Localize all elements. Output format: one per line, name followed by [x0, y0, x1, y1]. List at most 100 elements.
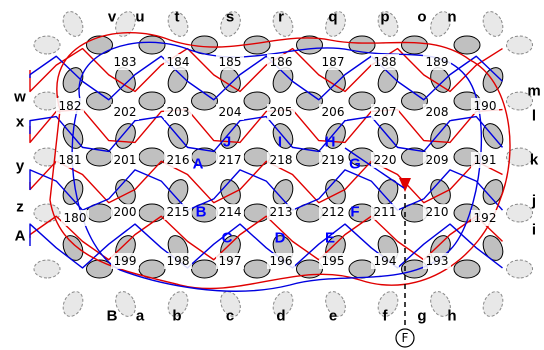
bead-number-bg	[423, 54, 451, 70]
bead	[167, 179, 189, 205]
red-outer-loop	[49, 32, 511, 290]
bead-number: 207	[374, 105, 397, 119]
bead-number-bg	[267, 54, 295, 70]
bead-number-bg	[164, 204, 192, 220]
pin-label-bottom: a	[136, 308, 145, 325]
bead-number: 220	[374, 153, 397, 167]
bead-number-bg	[423, 204, 451, 220]
pin-label-top: u	[135, 9, 144, 26]
bead	[243, 91, 271, 111]
bead-number-bg	[423, 104, 451, 120]
bead	[377, 179, 399, 205]
blue-step-letter: F	[350, 204, 359, 221]
ghost-bead	[506, 35, 533, 55]
pin-label-right: l	[532, 108, 536, 125]
bead	[62, 67, 84, 93]
pin-label-bottom: c	[226, 308, 234, 325]
bead-number-bg	[319, 253, 347, 269]
bead-number-bg	[319, 204, 347, 220]
bead-number: 206	[322, 105, 345, 119]
ghost-bead	[167, 291, 189, 317]
bead-number-bg	[216, 104, 244, 120]
bead-number: 200	[114, 205, 137, 219]
bead	[115, 123, 136, 149]
bead-number-bg	[61, 210, 89, 226]
ghost-bead	[62, 291, 84, 317]
ghost-bead	[506, 259, 533, 279]
bead-number: 202	[114, 105, 137, 119]
bead-number-bg	[471, 98, 499, 114]
pin-label-top: n	[447, 9, 456, 26]
bead-number: 183	[114, 55, 137, 69]
bead	[138, 35, 166, 55]
bead-number: 193	[426, 254, 449, 268]
bead-number-bg	[56, 98, 84, 114]
bead	[243, 147, 271, 167]
bead-number-bg	[423, 152, 451, 168]
bead-number: 188	[374, 55, 397, 69]
bead-number: 215	[167, 205, 190, 219]
bead-number: 187	[322, 55, 345, 69]
bead	[401, 91, 428, 111]
ghost-bead	[506, 203, 533, 223]
bead-number: 189	[426, 55, 449, 69]
bead-number: 186	[270, 55, 293, 69]
ghost-bead	[377, 291, 399, 317]
bead-number: 219	[322, 153, 345, 167]
ghost-bead	[220, 291, 241, 317]
bead	[482, 235, 504, 261]
pin-label-top: q	[328, 9, 337, 26]
ghost-bead	[220, 11, 241, 37]
bead	[62, 179, 84, 205]
ghost-bead	[377, 11, 399, 37]
bead-number: 211	[374, 205, 397, 219]
bead-number: 214	[219, 205, 242, 219]
pin-label-bottom: b	[172, 308, 181, 325]
bead	[62, 235, 84, 261]
pin-label-left: A	[15, 228, 26, 245]
ghost-bead	[33, 259, 61, 279]
bead-number: 210	[426, 205, 449, 219]
bead-number: 182	[59, 99, 82, 113]
ghost-bead	[325, 11, 346, 37]
bead-number-bg	[471, 210, 499, 226]
bead-number: 185	[219, 55, 242, 69]
bead-number-bg	[319, 104, 347, 120]
pin-label-right: i	[532, 222, 536, 239]
bead	[272, 179, 294, 205]
bead-number-bg	[111, 54, 139, 70]
bead-number-bg	[164, 54, 192, 70]
pin-label-top: v	[108, 9, 117, 26]
bead	[138, 91, 166, 111]
ghost-bead	[62, 11, 84, 37]
bead-number-bg	[164, 104, 192, 120]
pin-label-bottom: h	[447, 308, 456, 325]
bead-number: 217	[219, 153, 242, 167]
bead-number-bg	[111, 104, 139, 120]
ghost-bead	[272, 291, 294, 317]
bead-number: 204	[219, 105, 242, 119]
bead-number: 209	[426, 153, 449, 167]
bead-number-bg	[216, 152, 244, 168]
blue-thread-path	[29, 169, 504, 211]
bead-number-bg	[216, 253, 244, 269]
bead	[138, 203, 166, 223]
pin-label-right: k	[530, 152, 539, 169]
bead-number-bg	[267, 204, 295, 220]
bead-number: 195	[322, 254, 345, 268]
bead-number-bg	[216, 54, 244, 70]
red-thread-path	[29, 47, 503, 93]
bead-number-bg	[371, 204, 399, 220]
bead-number-bg	[267, 152, 295, 168]
bead-number-bg	[111, 253, 139, 269]
bead	[191, 91, 218, 111]
bead-number-bg	[471, 152, 499, 168]
blue-outer-loop	[71, 41, 483, 292]
bead-number: 199	[114, 254, 137, 268]
bead-number: 198	[167, 254, 190, 268]
blue-thread-path	[29, 115, 504, 153]
bead-number: 180	[64, 211, 87, 225]
pin-label-top: s	[226, 9, 234, 26]
blue-step-letter: I	[278, 134, 282, 151]
